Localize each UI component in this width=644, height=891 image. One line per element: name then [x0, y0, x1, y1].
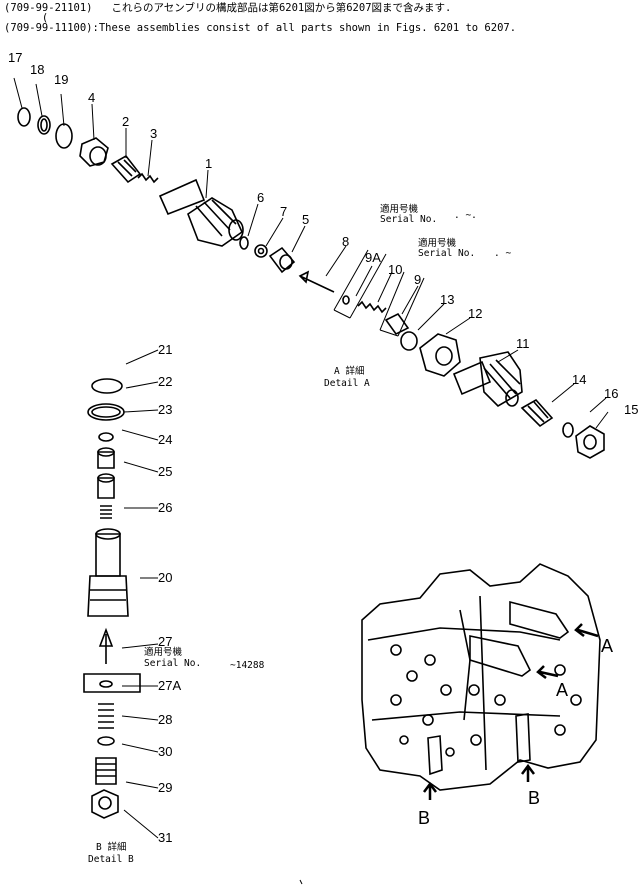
callout-20: 20: [158, 570, 173, 585]
callout-29: 29: [158, 780, 173, 795]
callout-31: 31: [158, 830, 173, 845]
callout-7: 7: [280, 204, 288, 219]
callout-23: 23: [158, 402, 173, 417]
view-letter-b-right: B: [528, 788, 541, 808]
view-letter-b-left: B: [418, 808, 431, 828]
detail-a-caption-jp: A 詳細: [334, 366, 365, 377]
serial-note-b-en: Serial No.: [144, 658, 202, 669]
callout-22: 22: [158, 374, 173, 389]
callout-6: 6: [257, 190, 265, 205]
callout-1: 1: [205, 156, 213, 171]
header-line-3: (709-99-11100):These assemblies consist …: [4, 22, 517, 34]
detail-a-caption-en: Detail A: [324, 378, 370, 389]
serial-note-a2-jp: 適用号機: [418, 238, 457, 249]
callout-28: 28: [158, 712, 173, 727]
serial-note-a1-value: . ~.: [454, 210, 477, 221]
serial-note-a1-en: Serial No.: [380, 214, 438, 225]
detail-b-caption-jp: B 詳細: [96, 842, 127, 853]
callout-10: 10: [388, 262, 403, 277]
callout-5: 5: [302, 212, 310, 227]
callout-15: 15: [624, 402, 639, 417]
serial-note-a1-jp: 適用号機: [380, 204, 419, 215]
callout-12: 12: [468, 306, 483, 321]
callout-14: 14: [572, 372, 587, 387]
serial-note-b-jp: 適用号機: [144, 647, 183, 658]
detail-b-assembly: [83, 349, 159, 839]
detail-b-caption-en: Detail B: [88, 854, 134, 865]
callout-17: 17: [8, 50, 23, 65]
callout-13: 13: [440, 292, 455, 307]
callout-3: 3: [150, 126, 158, 141]
view-letter-a-right: A: [601, 636, 614, 656]
callout-9: 9: [414, 272, 422, 287]
callout-9a: 9A: [365, 250, 381, 265]
callout-25: 25: [158, 464, 173, 479]
valve-block-machine: [361, 563, 601, 800]
header-line-1: (709-99-21101) これらのアセンブリの構成部品は第6201図から第6…: [4, 2, 452, 14]
callout-16: 16: [604, 386, 619, 401]
detail-a-assembly: [13, 77, 609, 459]
callout-30: 30: [158, 744, 173, 759]
callout-8: 8: [342, 234, 350, 249]
callout-2: 2: [122, 114, 130, 129]
callout-24: 24: [158, 432, 173, 447]
serial-note-a2-value: . ~: [494, 248, 512, 259]
callout-21: 21: [158, 342, 173, 357]
callout-18: 18: [30, 62, 45, 77]
callout-4: 4: [88, 90, 96, 105]
serial-note-b-value: ~14288: [230, 660, 265, 671]
callout-11: 11: [516, 336, 530, 351]
header-line-2: (: [4, 12, 49, 24]
callout-27: 27: [158, 634, 173, 649]
callout-26: 26: [158, 500, 173, 515]
callout-19: 19: [54, 72, 69, 87]
view-letter-a-center: A: [556, 680, 569, 700]
callout-27a: 27A: [158, 678, 182, 693]
serial-note-a2-en: Serial No.: [418, 248, 476, 259]
